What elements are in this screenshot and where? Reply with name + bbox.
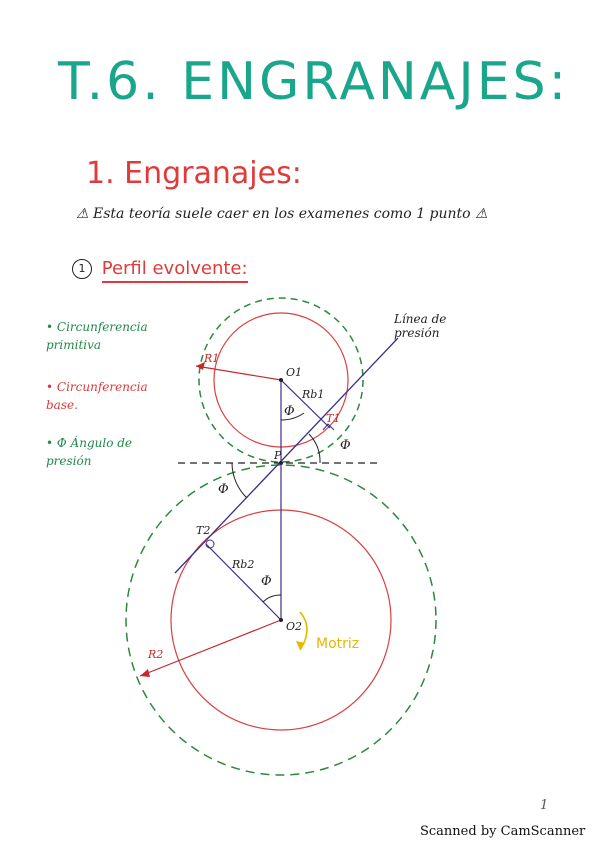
page-number: 1 — [540, 798, 549, 813]
phi-arc-right — [308, 433, 321, 464]
rb2-label: Rb2 — [232, 558, 255, 571]
legend-pressure-angle: • Φ Ángulo de presión — [46, 436, 133, 468]
legend-primitive-circle: • Circunferencia primitiva — [46, 320, 148, 352]
phi-arc-left — [231, 462, 248, 499]
t2-label: T2 — [196, 524, 211, 537]
r2-line — [139, 619, 282, 677]
rb1-label: Rb1 — [302, 388, 325, 401]
r1-label: R1 — [204, 352, 220, 365]
phi-label-upper: Φ — [284, 404, 295, 419]
subsection-label: Perfil evolvente: — [101, 258, 248, 283]
scanner-footer: Scanned by CamScanner — [420, 824, 586, 839]
phi-arc-upper — [280, 412, 305, 421]
phi-label-lower: Φ — [261, 574, 272, 589]
primitive-circle-1 — [198, 297, 364, 463]
phi-arc-lower — [262, 594, 282, 603]
rb1-line — [280, 379, 331, 429]
r2-label: R2 — [148, 648, 164, 661]
center-o2-dot — [279, 618, 283, 622]
r1-arrowhead — [196, 362, 205, 370]
line-of-pressure-label: Línea de presión — [394, 312, 447, 340]
legend-base-circle: • Circunferencia base. — [46, 380, 148, 412]
o2-label: O2 — [286, 620, 303, 633]
pitch-point-dot — [279, 461, 283, 465]
subsection-heading: 1 Perfil evolvente: — [72, 258, 248, 283]
pressure-line — [174, 337, 399, 574]
primitive-circle-2 — [125, 464, 437, 776]
motriz-arrowhead — [296, 641, 305, 650]
subsection-number: 1 — [72, 259, 92, 279]
center-o1-dot — [279, 378, 283, 382]
t1-label: T1 — [326, 412, 341, 425]
section-heading: 1. Engranajes: — [86, 156, 302, 191]
pitch-point-label: P — [274, 449, 282, 462]
t1-right-angle — [322, 423, 335, 431]
r2-arrowhead — [140, 669, 150, 677]
page-title: T.6. ENGRANAJES: — [58, 52, 570, 112]
t2-right-angle — [205, 539, 215, 549]
o1-label: O1 — [286, 366, 303, 379]
exam-note: ⚠ Esta teoría suele caer en los examenes… — [76, 206, 488, 222]
phi-label-left: Φ — [218, 482, 229, 497]
motriz-label: Motriz — [316, 636, 360, 652]
r1-line — [195, 365, 282, 381]
phi-label-right: Φ — [340, 438, 351, 453]
rb2-line — [205, 543, 282, 621]
